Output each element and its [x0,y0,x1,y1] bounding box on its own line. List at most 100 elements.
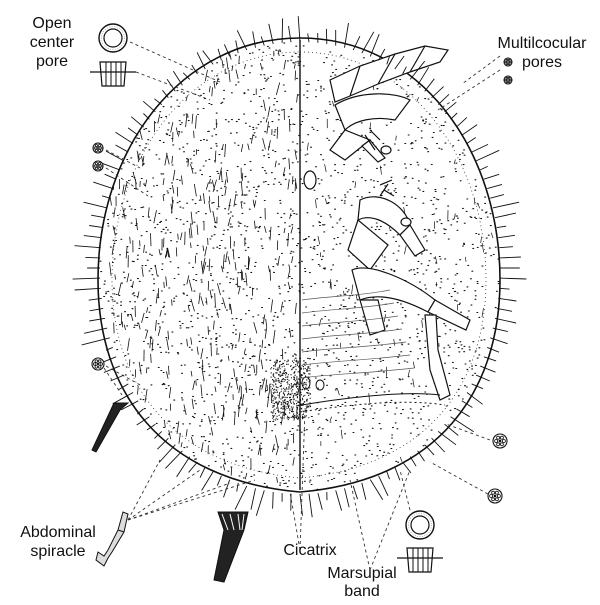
label-line: pores [522,54,562,71]
rosette-loculus [494,490,499,495]
rosette-loculus [95,166,99,170]
rosette-loculus [92,362,97,366]
marginal-setae-path [72,16,527,518]
label-line: band [344,583,380,600]
label-line: Open [32,15,71,32]
funnel-spiracle-icon [91,402,130,453]
rosette-loculus [99,164,103,168]
rosette-loculus [489,494,494,498]
midleg [347,196,426,271]
ventral-segments [301,289,415,379]
label-marsupial-band: Marsupial band [327,565,396,600]
rosette-loculus [504,60,508,64]
label-line: Cicatrix [283,542,336,559]
rosette-pore-icon [492,433,508,449]
dorsal-setae [109,47,300,483]
rosette-loculus [95,144,99,148]
rosette-loculus [507,58,511,62]
mouthparts [303,129,412,227]
rosette-loculus [499,435,504,440]
label-line: Marsupial [327,565,396,582]
rosette-loculus [494,497,499,502]
rosette-loculus [496,435,501,440]
segment-line [301,367,415,379]
label-line: Multilcocular [498,35,588,52]
segment-line [301,315,399,327]
label-multilocular-pores: Multilcocular pores [498,35,588,71]
label-line: Abdominal [20,524,96,541]
marginal-setae [72,16,527,518]
hindleg [351,267,471,401]
rosette-center [96,362,100,366]
rosette-loculus [93,146,97,150]
rosette-loculus [501,439,506,443]
rosette-loculus [94,365,98,369]
rosette-loculus [505,76,509,80]
rosette-loculus [491,490,496,495]
rosette-loculus [508,78,512,82]
rosette-center [498,439,502,443]
rosette-pore-icon [487,488,503,504]
anal-area [295,376,446,413]
rosette-loculus [494,439,499,443]
rosette-loculus [504,78,508,82]
rosette-pore-icon [503,75,513,85]
antenna [329,45,450,103]
rosette-loculus [507,80,511,84]
foreleg [329,93,411,163]
rosette-loculus [95,162,99,166]
label-cicatrix: Cicatrix [283,542,336,559]
rosette-center [507,61,509,63]
rosette-pore-icon [503,57,513,67]
rosette-center [97,165,99,167]
rosette-loculus [491,497,496,502]
rosette-loculus [507,62,511,66]
rosette-loculus [97,166,101,170]
rosette-loculus [496,494,501,498]
rosette-loculus [99,362,103,366]
rosette-pores [91,57,513,504]
segment-line [301,328,403,340]
label-line: pore [36,53,68,70]
label-line: center [30,34,75,51]
pore-side-view-icon [397,547,443,573]
segment-line [301,289,391,301]
body-outline [97,37,501,493]
rosette-loculus [97,144,101,148]
rosette-loculus [97,359,102,363]
rosette-center [97,147,99,149]
rosette-loculus [508,60,512,64]
rosette-loculus [93,164,97,168]
ring-pore-icon [98,23,128,53]
label-abdominal-spiracle: Abdominal spiracle [20,524,96,560]
rosette-loculus [499,442,504,447]
rosette-loculus [97,365,102,369]
rosette-loculus [507,76,511,80]
rosette-center [507,79,509,81]
rosette-pore-icon [91,357,105,371]
rosette-loculus [505,58,509,62]
segment-line [301,302,395,314]
pore-side-view-icon [90,61,136,87]
rosette-loculus [496,442,501,447]
funnel-spiracle-icon [213,511,249,583]
rosette-loculus [99,146,103,150]
rosette-loculus [505,80,509,84]
label-open-center-pore: Open center pore [30,15,75,70]
ring-pore-icon [405,510,435,540]
rosette-loculus [505,62,509,66]
rosette-pore-icon [92,160,104,172]
segment-line [301,341,407,353]
spiracle-small-icon [95,511,129,567]
rosette-loculus [95,148,99,152]
rosette-loculus [94,359,98,363]
label-line: spiracle [30,543,85,560]
leader-lines [103,41,501,571]
rosette-center [493,494,497,498]
rosette-pore-icon [92,142,104,154]
rosette-loculus [97,162,101,166]
segment-line [301,354,411,366]
rosette-loculus [97,148,101,152]
